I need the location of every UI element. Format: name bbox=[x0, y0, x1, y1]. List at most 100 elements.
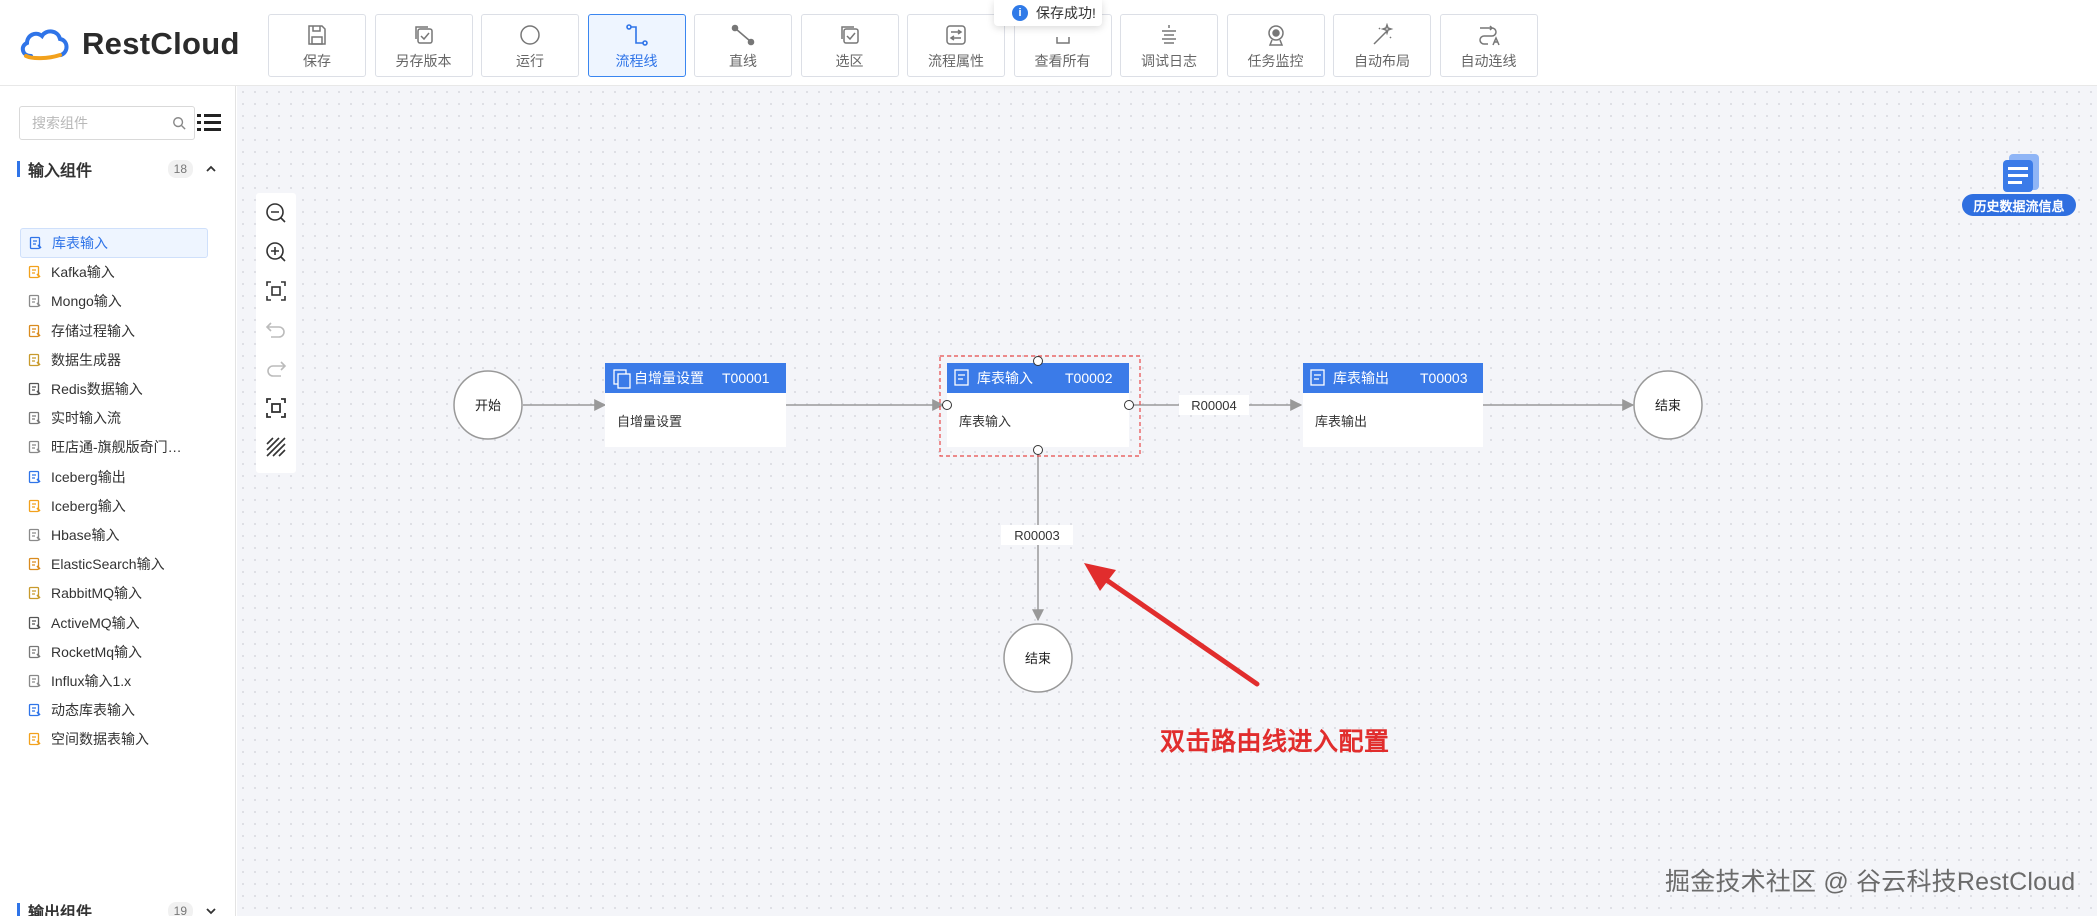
sidebar-item-label: RocketMq输入 bbox=[51, 643, 143, 660]
svg-text:R00003: R00003 bbox=[1014, 528, 1060, 543]
component-icon bbox=[28, 528, 41, 542]
svg-text:库表输出: 库表输出 bbox=[1315, 414, 1367, 429]
watermark: 掘金技术社区 @ 谷云科技RestCloud bbox=[1665, 868, 2076, 896]
annotation-arrow bbox=[1084, 563, 1260, 687]
component-icon bbox=[28, 704, 41, 717]
top-header: RestCloud 保存 另存版本 运行 流程线 直线 bbox=[0, 0, 2097, 86]
sidebar-item[interactable]: Redis数据输入 bbox=[20, 374, 208, 404]
node-type-icon bbox=[613, 369, 631, 389]
sidebar-item-label: 旺店通-旗舰版奇门… bbox=[51, 439, 182, 456]
auto-connect-icon bbox=[1478, 25, 1500, 46]
run-button[interactable]: 运行 bbox=[481, 14, 579, 77]
sidebar-item[interactable]: Hbase输入 bbox=[20, 520, 208, 550]
undo-button[interactable] bbox=[262, 316, 290, 343]
resize-handle-left[interactable] bbox=[942, 400, 952, 410]
zoom-in-icon bbox=[266, 241, 286, 262]
component-icon bbox=[28, 616, 41, 629]
database-icon bbox=[2003, 154, 2039, 192]
component-icon bbox=[28, 441, 41, 454]
flow-properties-button[interactable]: 流程属性 bbox=[907, 14, 1005, 77]
fit-view-icon bbox=[266, 281, 286, 301]
sidebar-item[interactable]: Iceberg输出 bbox=[20, 462, 208, 492]
flow-line-button[interactable]: 流程线 bbox=[587, 14, 686, 77]
group-title: 输出组件 bbox=[28, 905, 93, 916]
sidebar-item[interactable]: RabbitMQ输入 bbox=[20, 578, 208, 608]
group-output-components[interactable]: 输出组件 19 bbox=[17, 898, 217, 916]
flow-canvas[interactable] bbox=[237, 86, 2097, 916]
component-icon bbox=[28, 499, 41, 512]
start-node[interactable]: 开始 bbox=[453, 370, 523, 440]
monitor-icon bbox=[1267, 25, 1284, 46]
sidebar-item[interactable]: 动态库表输入 bbox=[20, 695, 208, 725]
resize-handle-right[interactable] bbox=[1124, 400, 1134, 410]
component-icon bbox=[28, 470, 41, 483]
sidebar-item[interactable]: Kafka输入 bbox=[20, 257, 208, 287]
flow-node-t00001[interactable]: 自增量设置 T00001 自增量设置 bbox=[605, 363, 786, 447]
search-input[interactable] bbox=[32, 115, 172, 131]
grid-toggle-button[interactable] bbox=[262, 434, 290, 461]
redo-button[interactable] bbox=[262, 356, 290, 383]
success-toast: i 保存成功! bbox=[994, 0, 1102, 26]
chevron-down-icon[interactable] bbox=[205, 905, 217, 916]
list-view-icon[interactable] bbox=[197, 112, 221, 134]
info-icon: i bbox=[1012, 5, 1028, 21]
actual-size-button[interactable] bbox=[262, 395, 290, 422]
sidebar-item[interactable]: Iceberg输入 bbox=[20, 491, 208, 521]
svg-text:开始: 开始 bbox=[475, 398, 501, 413]
svg-text:结束: 结束 bbox=[1655, 398, 1681, 413]
flow-diagram: R00004 R00003 开始 自增量设置 T00001 自增量设置 bbox=[453, 355, 1703, 693]
straight-line-button[interactable]: 直线 bbox=[694, 14, 792, 77]
group-input-components[interactable]: 输入组件 18 bbox=[17, 156, 217, 182]
flow-line-icon bbox=[625, 24, 648, 46]
sidebar-item[interactable]: Influx输入1.x bbox=[20, 666, 208, 696]
zoom-in-button[interactable] bbox=[262, 238, 290, 265]
sidebar-item[interactable]: Mongo输入 bbox=[20, 286, 208, 316]
grid-pattern-icon bbox=[266, 437, 286, 457]
svg-text:自增量设置: 自增量设置 bbox=[634, 370, 704, 386]
debug-log-button[interactable]: 调试日志 bbox=[1120, 14, 1218, 77]
task-monitor-button[interactable]: 任务监控 bbox=[1226, 14, 1325, 77]
sidebar-item[interactable]: 数据生成器 bbox=[20, 345, 208, 375]
group-marker bbox=[17, 161, 20, 177]
sidebar-item-label: Mongo输入 bbox=[51, 293, 122, 310]
brand-logo[interactable]: RestCloud bbox=[18, 22, 240, 66]
component-icon bbox=[28, 353, 41, 366]
svg-text:库表输入: 库表输入 bbox=[959, 414, 1011, 429]
sidebar-item[interactable]: 旺店通-旗舰版奇门… bbox=[20, 432, 208, 462]
edge-label-r00004[interactable]: R00004 bbox=[1179, 395, 1249, 415]
search-icon[interactable] bbox=[172, 116, 186, 130]
auto-connect-button[interactable]: 自动连线 bbox=[1439, 14, 1538, 77]
sidebar-item[interactable]: 库表输入 bbox=[20, 228, 208, 258]
svg-text:T00001: T00001 bbox=[722, 370, 770, 386]
cloud-logo-icon bbox=[20, 29, 69, 61]
save-button[interactable]: 保存 bbox=[268, 14, 366, 77]
end-node-bottom[interactable]: 结束 bbox=[1003, 623, 1073, 693]
history-dataflow-button[interactable]: 历史数据流信息 bbox=[1962, 150, 2078, 220]
zoom-out-button[interactable] bbox=[262, 199, 290, 226]
sidebar-item-label: Hbase输入 bbox=[51, 527, 120, 543]
sidebar-item[interactable]: 空间数据表输入 bbox=[20, 724, 208, 754]
flow-node-t00002[interactable]: 库表输入 T00002 库表输入 bbox=[939, 355, 1141, 457]
resize-handle-bottom[interactable] bbox=[1033, 445, 1043, 455]
auto-layout-button[interactable]: 自动布局 bbox=[1333, 14, 1431, 77]
chevron-up-icon[interactable] bbox=[205, 163, 217, 175]
end-node-right[interactable]: 结束 bbox=[1633, 370, 1703, 440]
group-count: 18 bbox=[167, 160, 193, 178]
sidebar-item[interactable]: ElasticSearch输入 bbox=[20, 549, 208, 579]
sidebar-item-label: RabbitMQ输入 bbox=[51, 585, 143, 602]
edge-label-r00003[interactable]: R00003 bbox=[1001, 525, 1073, 545]
sidebar-item-label: 存储过程输入 bbox=[51, 322, 135, 339]
sidebar-item[interactable]: 存储过程输入 bbox=[20, 316, 208, 346]
resize-handle-top[interactable] bbox=[1033, 356, 1043, 366]
fit-view-button[interactable] bbox=[262, 277, 290, 304]
save-version-button[interactable]: 另存版本 bbox=[374, 14, 473, 77]
select-area-button[interactable]: 选区 bbox=[800, 14, 899, 77]
component-icon bbox=[28, 558, 41, 571]
sidebar-item[interactable]: 实时输入流 bbox=[20, 403, 208, 433]
flow-node-t00003[interactable]: 库表输出 T00003 库表输出 bbox=[1303, 363, 1483, 447]
component-icon bbox=[28, 674, 41, 688]
svg-text:自增量设置: 自增量设置 bbox=[617, 414, 682, 429]
sidebar-item[interactable]: ActiveMQ输入 bbox=[20, 608, 208, 638]
sidebar-item[interactable]: RocketMq输入 bbox=[20, 637, 208, 667]
component-icon bbox=[28, 645, 41, 658]
